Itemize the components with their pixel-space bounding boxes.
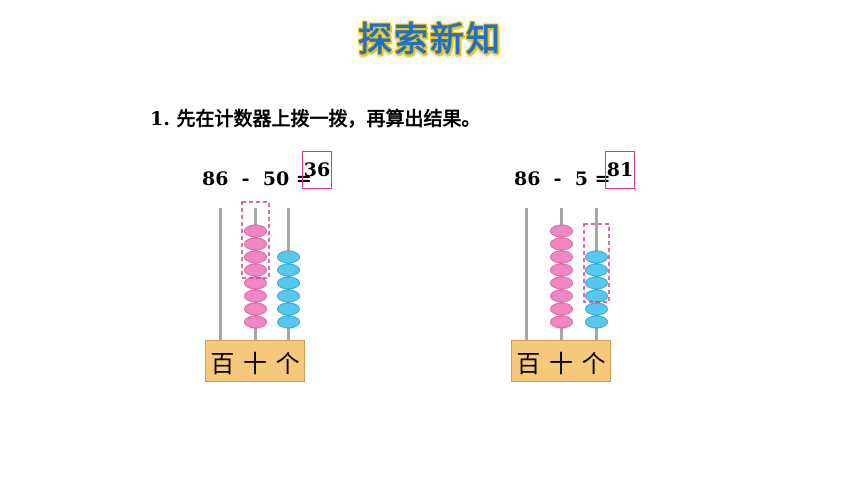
bead: [244, 289, 267, 303]
bead: [585, 250, 608, 264]
label-ones: 个: [581, 349, 606, 378]
bead: [550, 302, 573, 316]
abacus-rods-2: [525, 208, 610, 342]
bead: [277, 250, 300, 264]
abacus-base-2: 百 十 个: [511, 340, 611, 382]
instruction: 1. 先在计数器上拨一拨，再算出结果。: [150, 104, 480, 131]
removed-tens-highlight: [241, 201, 270, 279]
bead: [550, 263, 573, 277]
ones-beads: [277, 250, 300, 329]
label-ones: 个: [275, 349, 300, 378]
bead: [244, 276, 267, 290]
ones-beads: [585, 250, 608, 329]
bead: [244, 302, 267, 316]
bead: [550, 289, 573, 303]
removed-ones-highlight: [583, 223, 610, 303]
abacus-2: 百 十 个: [511, 200, 621, 385]
bead: [244, 263, 267, 277]
bead: [550, 237, 573, 251]
section-title: 探索新知: [358, 20, 502, 60]
rod-hundreds: [525, 208, 528, 342]
label-hundreds: 百: [210, 349, 235, 378]
abacus-base-1: 百 十 个: [205, 340, 305, 382]
instruction-text: 先在计数器上拨一拨，再算出结果。: [176, 108, 481, 130]
bead: [550, 315, 573, 329]
bead: [244, 250, 267, 264]
label-tens: 十: [548, 349, 573, 378]
abacus-1: 百 十 个: [205, 200, 315, 385]
instruction-number: 1.: [150, 108, 170, 130]
equation-1: 86 - 50 =: [202, 168, 312, 190]
rod-hundreds: [219, 208, 222, 342]
label-tens: 十: [242, 349, 267, 378]
label-hundreds: 百: [516, 349, 541, 378]
bead: [585, 302, 608, 316]
answer-box-1[interactable]: 36: [302, 151, 332, 189]
bead: [550, 250, 573, 264]
bead: [585, 263, 608, 277]
bead: [244, 237, 267, 251]
bead: [277, 315, 300, 329]
bead: [277, 302, 300, 316]
answer-box-2[interactable]: 81: [605, 151, 635, 189]
bead: [550, 276, 573, 290]
bead: [244, 224, 267, 238]
abacus-rods-1: [219, 201, 300, 342]
bead: [585, 315, 608, 329]
bead: [585, 276, 608, 290]
bead: [585, 289, 608, 303]
bead: [244, 315, 267, 329]
equation-2: 86 - 5 =: [514, 168, 611, 190]
bead: [277, 263, 300, 277]
bead: [277, 289, 300, 303]
tens-beads: [244, 224, 267, 329]
tens-beads: [550, 224, 573, 329]
bead: [277, 276, 300, 290]
bead: [550, 224, 573, 238]
